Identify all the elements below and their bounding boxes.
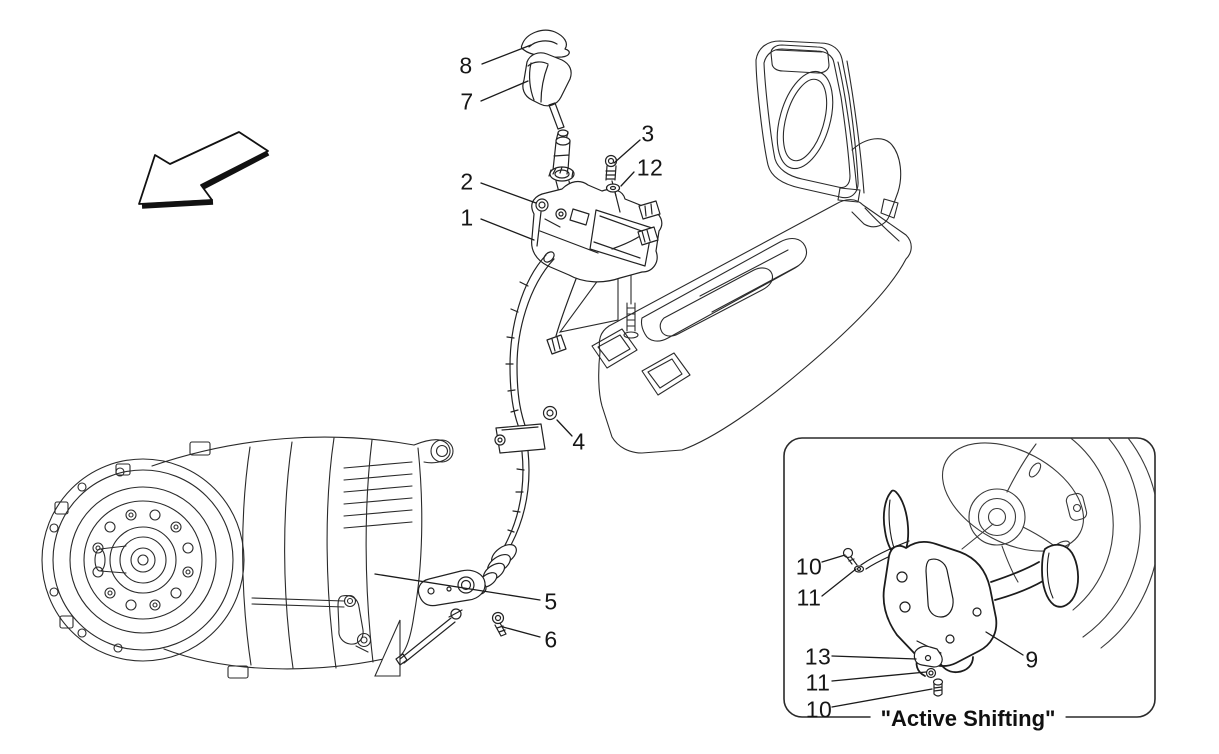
callout-8: 8	[459, 52, 473, 79]
bolt-part-10-lower	[932, 678, 944, 697]
callout-3: 3	[641, 120, 655, 147]
leader-10-upper	[821, 554, 846, 563]
inset-hardware	[842, 547, 944, 697]
leader-2	[480, 182, 537, 204]
bolt-part-10-upper	[842, 547, 858, 566]
callout-flag-panel-transmission	[374, 619, 401, 677]
paddle-bracket-drawing	[860, 489, 1079, 677]
leader-1	[480, 218, 535, 241]
inset-caption: "Active Shifting"	[870, 706, 1066, 733]
direction-arrow-icon	[138, 131, 270, 209]
washer-part-11-upper	[853, 565, 865, 573]
leader-12	[620, 171, 635, 187]
leader-13	[831, 655, 917, 660]
clip-part-13	[913, 645, 943, 668]
shift-cable-drawing	[469, 251, 555, 596]
leader-3	[613, 139, 641, 164]
leader-8	[481, 44, 532, 65]
callout-10-upper: 10	[795, 553, 823, 580]
callout-4: 4	[572, 428, 586, 455]
callout-10-lower: 10	[805, 696, 833, 723]
leader-7	[480, 80, 529, 102]
leader-6	[502, 626, 541, 638]
washer-part-12	[605, 183, 621, 213]
callout-12: 12	[636, 154, 664, 181]
callout-11-lower: 11	[805, 669, 831, 696]
leader-lines	[374, 44, 1024, 708]
callout-13: 13	[804, 643, 832, 670]
inset-box	[783, 437, 1156, 718]
steering-wheel-drawing	[941, 438, 1155, 649]
leader-10-lower	[831, 688, 933, 708]
callout-6: 6	[544, 626, 558, 653]
leader-11-lower	[831, 671, 927, 682]
callout-7: 7	[460, 88, 474, 115]
leader-4	[556, 419, 573, 437]
callout-2: 2	[460, 168, 474, 195]
shift-knob	[522, 52, 572, 107]
callout-11-upper: 11	[796, 584, 822, 611]
bolt-part-6	[491, 611, 507, 637]
nut-part-4	[542, 405, 558, 421]
nut-part-2	[535, 198, 549, 247]
callout-9: 9	[1025, 646, 1039, 673]
gear-shift-lever-drawing	[520, 29, 663, 421]
leader-9	[985, 631, 1024, 656]
transmission-drawing	[41, 436, 454, 679]
leader-11-upper	[821, 568, 857, 597]
leader-5	[374, 573, 541, 601]
center-console-drawing	[591, 40, 912, 454]
callout-1: 1	[460, 204, 474, 231]
washer-part-11-lower	[925, 667, 937, 679]
callout-5: 5	[544, 588, 558, 615]
shift-knob-cap	[520, 29, 570, 58]
